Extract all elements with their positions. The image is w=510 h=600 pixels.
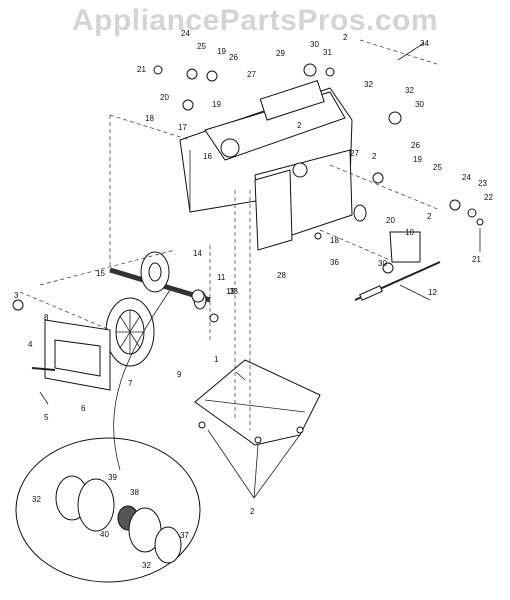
callout-19: 19: [413, 155, 422, 164]
support-plate: [254, 169, 293, 251]
fasteners: [12, 63, 484, 444]
callout-29: 29: [276, 49, 285, 58]
detail-inset: [15, 437, 201, 583]
callout-32: 32: [32, 495, 41, 504]
callout-19: 19: [212, 100, 221, 109]
callout-30: 30: [415, 100, 424, 109]
callout-20: 20: [160, 93, 169, 102]
callout-6: 6: [81, 404, 86, 413]
callout-26: 26: [411, 141, 420, 150]
callout-21: 21: [137, 65, 146, 74]
callout-14: 14: [193, 249, 202, 258]
side-plate: [31, 319, 111, 391]
callout-32: 32: [405, 86, 414, 95]
callout-10: 10: [405, 228, 414, 237]
callout-17: 17: [178, 123, 187, 132]
callout-30: 30: [378, 259, 387, 268]
callout-24: 24: [181, 29, 190, 38]
callout-18: 18: [145, 114, 154, 123]
callout-5: 5: [44, 413, 49, 422]
callout-9: 9: [177, 370, 182, 379]
callout-15: 15: [96, 269, 105, 278]
callout-19: 19: [217, 47, 226, 56]
callout-33: 33: [229, 287, 238, 296]
callout-18: 18: [330, 236, 339, 245]
callout-28: 28: [277, 271, 286, 280]
callout-23: 23: [478, 179, 487, 188]
leader-lines: [39, 42, 481, 499]
callout-32: 32: [364, 80, 373, 89]
callout-8: 8: [44, 313, 49, 322]
callout-37: 37: [180, 531, 189, 540]
callout-30: 30: [310, 40, 319, 49]
callout-3: 3: [14, 291, 19, 300]
callout-11: 11: [217, 273, 226, 282]
callout-20: 20: [386, 216, 395, 225]
callout-4: 4: [28, 340, 33, 349]
callout-2: 2: [250, 507, 255, 516]
callout-25: 25: [433, 163, 442, 172]
callout-13: 13: [226, 287, 235, 296]
callout-16: 16: [203, 152, 212, 161]
callout-22: 22: [484, 193, 493, 202]
callout-40: 40: [100, 530, 109, 539]
callout-26: 26: [229, 53, 238, 62]
callout-39: 39: [108, 473, 117, 482]
callout-32: 32: [142, 561, 151, 570]
callout-38: 38: [130, 488, 139, 497]
shift-rod: [354, 231, 441, 301]
bottom-cover: [194, 359, 321, 446]
assembly-lines: [19, 39, 441, 430]
callout-25: 25: [197, 42, 206, 51]
callout-34: 34: [420, 39, 429, 48]
callout-7: 7: [128, 379, 133, 388]
callout-27: 27: [247, 70, 256, 79]
callout-2: 2: [427, 212, 432, 221]
callout-27: 27: [350, 149, 359, 158]
callout-2: 2: [297, 121, 302, 130]
callout-36: 36: [330, 258, 339, 267]
callout-21: 21: [472, 255, 481, 264]
callout-1: 1: [214, 355, 219, 364]
callout-labels: 1 2 2 2 2 2 3 4 5 6 7 8 9 10 11 12 13 14…: [14, 29, 493, 570]
callout-24: 24: [462, 173, 471, 182]
callout-12: 12: [428, 288, 437, 297]
drive-wheel: [105, 297, 155, 367]
callout-31: 31: [323, 48, 332, 57]
callout-2: 2: [343, 33, 348, 42]
callout-2: 2: [372, 152, 377, 161]
detail-arrow: [113, 289, 171, 471]
